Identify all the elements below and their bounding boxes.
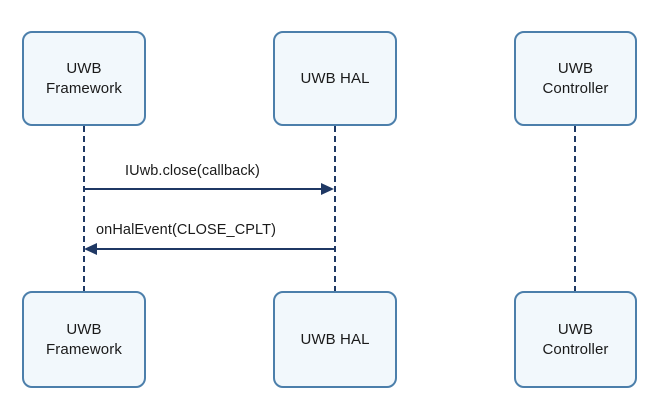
message-line-iuwb-close	[84, 188, 322, 190]
message-line-onhalevent-close-cplt	[97, 248, 335, 250]
message-label-onhalevent-close-cplt: onHalEvent(CLOSE_CPLT)	[96, 222, 277, 238]
message-label-iuwb-close: IUwb.close(callback)	[125, 163, 260, 179]
participant-box-uwb-controller-bottom[interactable]: UWB Controller	[514, 291, 637, 388]
participant-box-uwb-framework-top[interactable]: UWB Framework	[22, 31, 146, 126]
message-arrowhead-onhalevent-close-cplt	[84, 243, 97, 255]
lifeline-uwb-hal	[334, 126, 336, 292]
participant-label: UWB HAL	[300, 69, 370, 87]
participant-label: UWB Framework	[46, 60, 122, 97]
participant-box-uwb-controller-top[interactable]: UWB Controller	[514, 31, 637, 126]
participant-label: UWB Framework	[46, 321, 122, 358]
participant-box-uwb-hal-bottom[interactable]: UWB HAL	[273, 291, 397, 388]
lifeline-uwb-controller	[574, 126, 576, 292]
participant-box-uwb-framework-bottom[interactable]: UWB Framework	[22, 291, 146, 388]
message-arrowhead-iuwb-close	[321, 183, 334, 195]
participant-box-uwb-hal-top[interactable]: UWB HAL	[273, 31, 397, 126]
lifeline-uwb-framework	[83, 126, 85, 292]
participant-label: UWB HAL	[300, 330, 370, 348]
participant-label: UWB Controller	[542, 60, 609, 97]
participant-label: UWB Controller	[542, 321, 609, 358]
